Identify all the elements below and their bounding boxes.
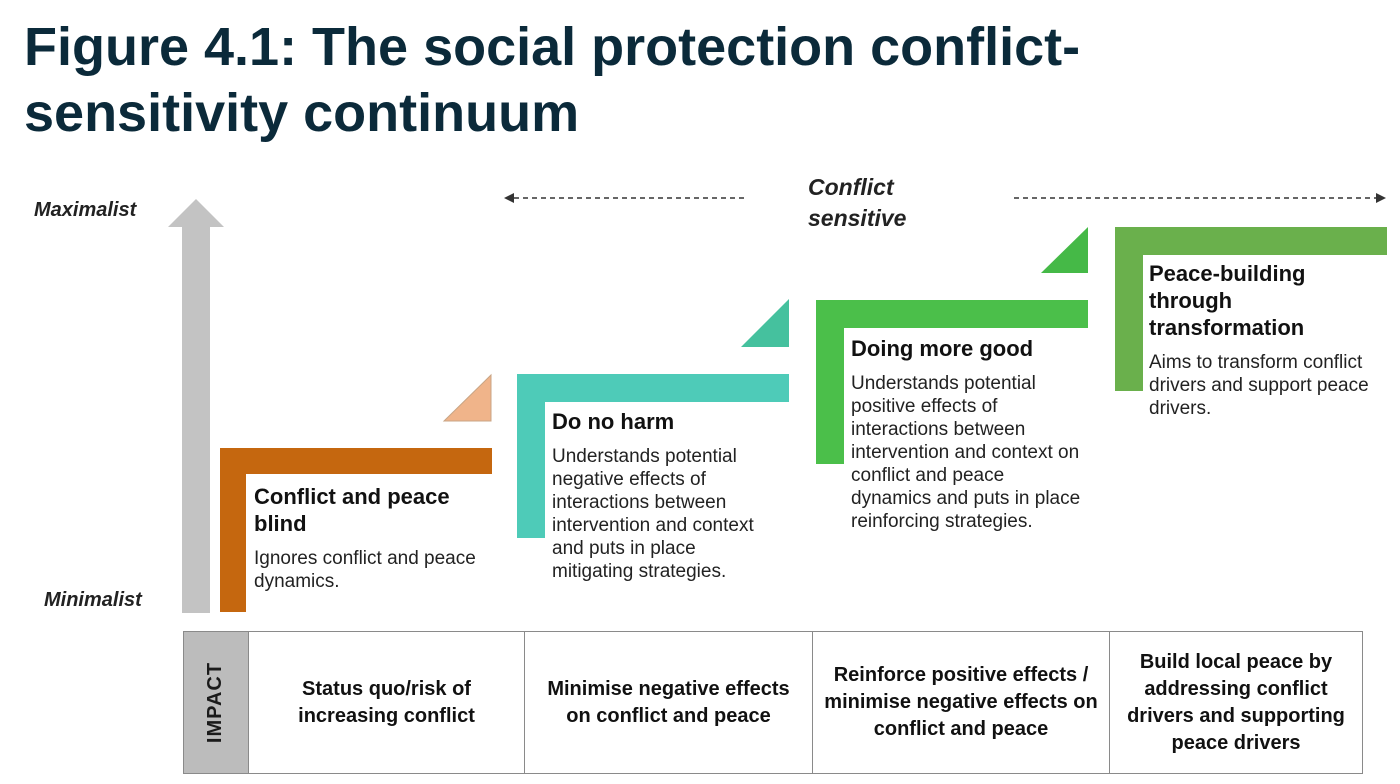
stage-4-text: Peace-building through transformation Ai… — [1149, 260, 1379, 420]
axis-minimalist-label: Minimalist — [44, 589, 142, 611]
stage-1-title: Conflict and peace blind — [254, 484, 450, 536]
conflict-sensitive-line2: sensitive — [808, 205, 907, 231]
impact-cell-4: Build local peace by addressing conflict… — [1127, 650, 1345, 754]
stage-1-step-triangle — [442, 373, 492, 422]
continuum-steps — [220, 227, 1387, 612]
impact-cell-1: Status quo/risk of increasing conflict — [249, 632, 525, 773]
stage-4-description: Aims to transform conflict drivers and s… — [1149, 352, 1369, 419]
conflict-sensitive-line1: Conflict — [808, 174, 894, 200]
stage-3-text: Doing more good Understands potential po… — [851, 335, 1081, 533]
impact-cell-2: Minimise negative effects on conflict an… — [525, 632, 813, 773]
stage-2-text: Do no harm Understands potential negativ… — [552, 408, 767, 583]
stage-2-title: Do no harm — [552, 409, 675, 434]
stage-2-description: Understands potential negative effects o… — [552, 446, 754, 582]
dashed-arrow-right — [1014, 193, 1386, 203]
stage-2-bracket — [517, 374, 789, 538]
stage-4-title: Peace-building through transformation — [1149, 261, 1306, 340]
stage-1-bracket — [220, 448, 492, 612]
stage-1-text: Conflict and peace blind Ignores conflic… — [254, 483, 489, 593]
impact-cell-3: Reinforce positive effects / minimise ne… — [813, 632, 1110, 773]
stage-2-step-triangle — [741, 299, 789, 347]
stage-3-bracket — [816, 300, 1088, 464]
dashed-arrow-left — [504, 193, 745, 203]
figure-title: Figure 4.1: The social protection confli… — [24, 17, 1081, 143]
stage-4-bracket — [1115, 227, 1387, 391]
stage-3-description: Understands potential positive effects o… — [851, 373, 1081, 532]
continuum-axis-arrow — [168, 199, 224, 613]
impact-table: IMPACT Status quo/risk of increasing con… — [183, 631, 1363, 774]
stage-3-title: Doing more good — [851, 336, 1034, 361]
stage-1-description: Ignores conflict and peace dynamics. — [254, 548, 476, 592]
stage-3-step-triangle — [1041, 227, 1088, 273]
impact-header-label: IMPACT — [204, 661, 227, 744]
axis-maximalist-label: Maximalist — [34, 199, 137, 221]
impact-header: IMPACT — [184, 632, 249, 773]
conflict-sensitive-label: Conflict sensitive — [808, 172, 906, 234]
